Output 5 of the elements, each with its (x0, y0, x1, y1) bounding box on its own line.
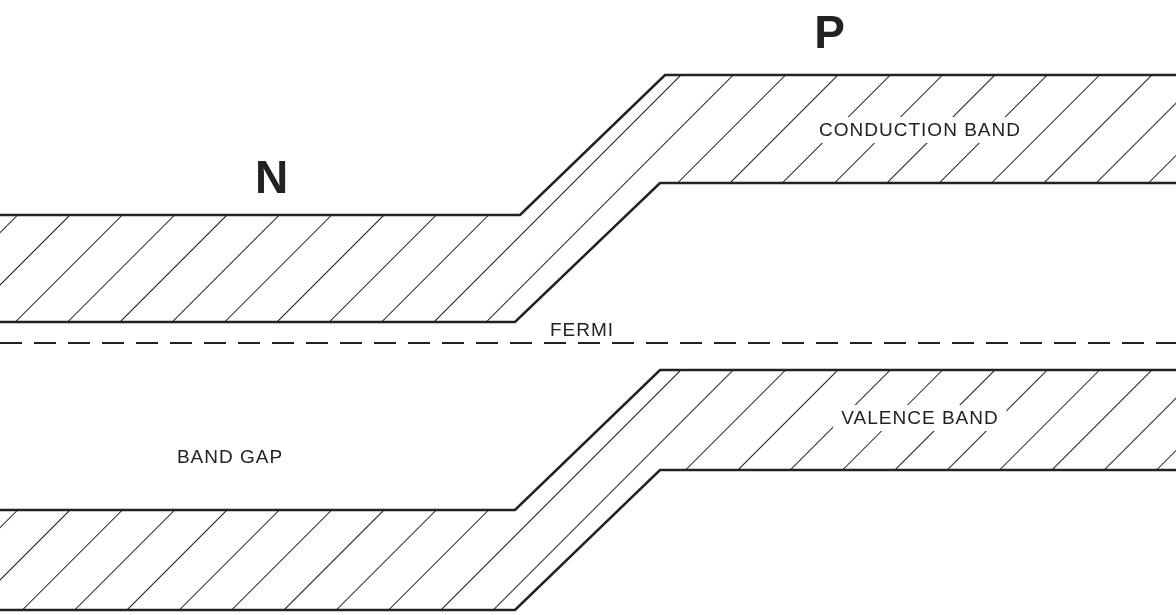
energy-band (0, 75, 1176, 322)
region-letter: N (254, 150, 290, 204)
region-letter: P (814, 5, 846, 59)
diagram-label: BAND GAP (176, 446, 284, 468)
band-label: VALENCE BAND (833, 405, 1007, 431)
